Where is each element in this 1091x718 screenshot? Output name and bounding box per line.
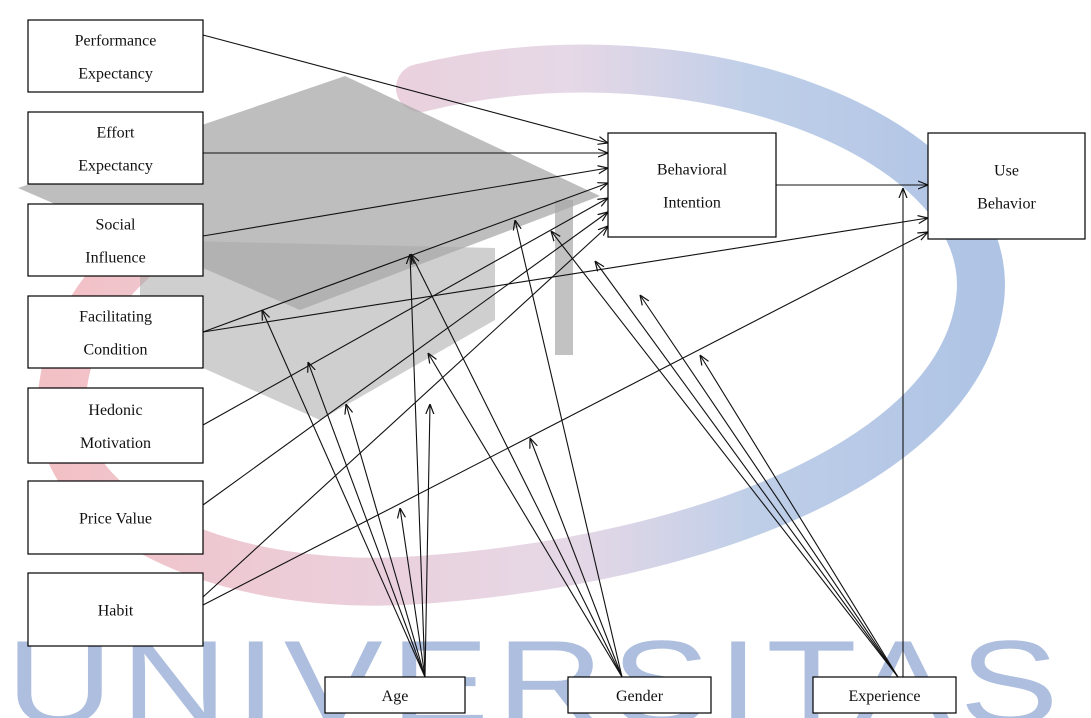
box-frame xyxy=(27,19,204,93)
box-label: Use xyxy=(994,163,1019,180)
box-frame xyxy=(27,387,204,464)
construct-box-age: Age xyxy=(324,676,466,714)
arrow-gender-mod-4 xyxy=(515,220,623,678)
arrow-age-mod-3 xyxy=(346,404,426,678)
arrow-fc-to-ub xyxy=(202,218,928,333)
box-label: Social xyxy=(96,217,137,234)
box-label: Performance xyxy=(75,33,157,50)
box-frame xyxy=(567,676,712,714)
box-label: Intention xyxy=(663,195,721,212)
box-label: Age xyxy=(382,688,409,705)
arrow-age-mod-5 xyxy=(410,254,426,678)
box-frame xyxy=(812,676,957,714)
box-label: Effort xyxy=(97,125,135,142)
box-layer: PerformanceExpectancyEffortExpectancySoc… xyxy=(27,19,1086,714)
box-frame xyxy=(324,676,466,714)
box-frame xyxy=(27,111,204,185)
arrow-age-mod-1 xyxy=(262,310,426,678)
arrow-age-mod-2 xyxy=(308,362,426,678)
arrow-gender-mod-2 xyxy=(411,254,623,678)
arrow-exp-mod-3 xyxy=(640,295,899,678)
arrow-age-mod-4 xyxy=(400,508,426,678)
box-label: Experience xyxy=(849,688,921,705)
box-frame xyxy=(607,132,777,238)
arrow-exp-mod-2 xyxy=(595,261,899,678)
arrow-age-mod-6 xyxy=(424,404,430,678)
arrow-gender-mod-1 xyxy=(428,353,623,678)
box-frame xyxy=(27,572,204,647)
graduation-cap-icon xyxy=(18,76,600,310)
box-label: Expectancy xyxy=(78,66,153,83)
box-frame xyxy=(27,480,204,555)
arrow-hm-to-bi xyxy=(202,198,608,426)
box-frame xyxy=(27,295,204,369)
box-label: Facilitating xyxy=(79,309,152,326)
construct-box-exp: Experience xyxy=(812,676,957,714)
box-label: Price Value xyxy=(79,511,152,528)
box-label: Hedonic xyxy=(88,402,142,419)
arrow-exp-mod-1 xyxy=(551,231,899,678)
construct-box-hab: Habit xyxy=(27,572,204,647)
arrow-pe-to-bi xyxy=(202,34,608,143)
box-frame xyxy=(927,132,1086,240)
box-label: Gender xyxy=(616,688,664,705)
box-label: Motivation xyxy=(80,435,151,452)
box-label: Behavioral xyxy=(657,162,728,179)
arrow-hab-to-ub xyxy=(202,232,928,606)
box-label: Behavior xyxy=(977,196,1036,213)
construct-box-pv: Price Value xyxy=(27,480,204,555)
box-label: Habit xyxy=(98,603,134,620)
arrow-si-to-bi xyxy=(202,168,608,237)
box-frame xyxy=(27,203,204,277)
construct-box-gender: Gender xyxy=(567,676,712,714)
arrow-exp-mod-4 xyxy=(700,355,899,678)
box-label: Condition xyxy=(83,342,147,359)
box-label: Influence xyxy=(85,250,145,267)
arrow-fc-to-bi xyxy=(202,183,608,333)
graduation-cap-base-icon xyxy=(140,240,495,420)
arrow-hab-to-bi xyxy=(202,226,608,598)
box-label: Expectancy xyxy=(78,158,153,175)
arrow-gender-mod-3 xyxy=(530,438,623,678)
arrow-pv-to-bi xyxy=(202,212,608,506)
arrow-layer xyxy=(202,34,928,678)
